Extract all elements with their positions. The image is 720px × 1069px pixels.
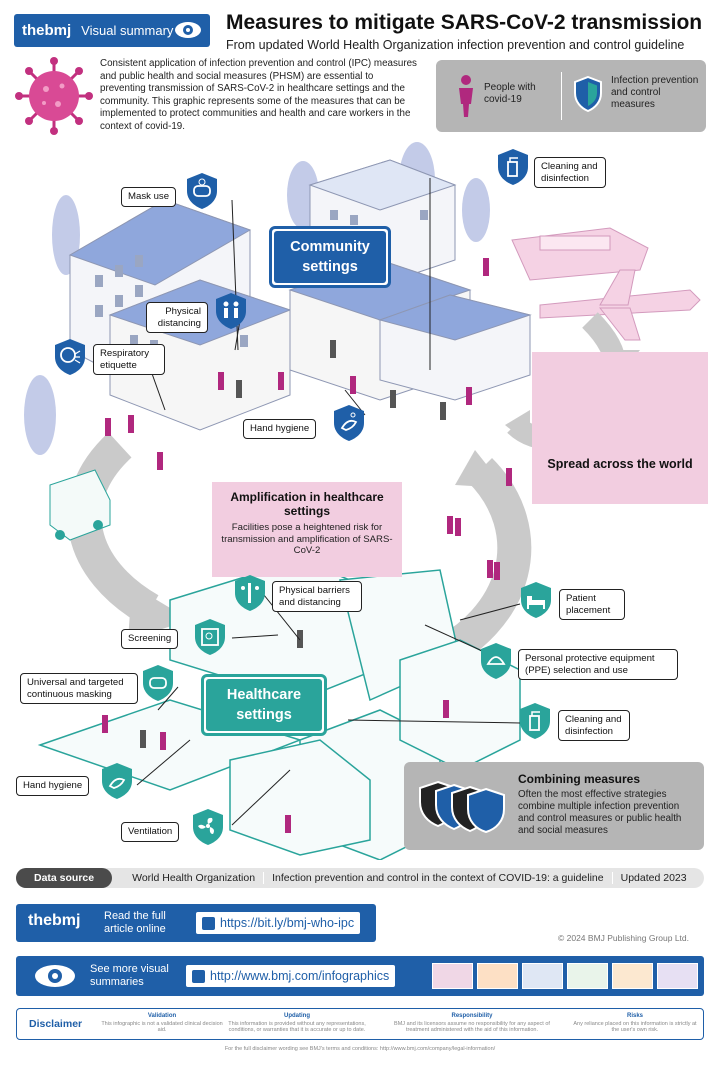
barrier-icon: [235, 575, 265, 611]
disclaimer-text: This infographic is not a validated clin…: [101, 1020, 223, 1034]
callout-ventilation: Ventilation: [121, 822, 180, 842]
callout-screening: Screening: [121, 629, 179, 649]
amplification-panel: Amplification in healthcare settings Fac…: [212, 482, 402, 577]
bmj-logo: thebmj: [22, 22, 72, 39]
read-full-label: Read the full article online: [104, 910, 166, 935]
screening-icon: [195, 619, 225, 655]
bmj-visual-summary-badge: thebmj Visual summary: [14, 14, 210, 47]
combining-title: Combining measures: [518, 772, 641, 786]
disclaimer-head: Updating: [284, 1013, 310, 1019]
handwash-icon: [334, 405, 364, 441]
article-url: https://bit.ly/bmj-who-ipc: [220, 916, 355, 930]
divider: [611, 872, 613, 884]
copyright: © 2024 BMJ Publishing Group Ltd.: [558, 933, 690, 943]
see-more-bar: See more visual summaries http://www.bmj…: [16, 956, 704, 996]
thumbnail-strip[interactable]: [432, 963, 698, 989]
distancing-icon: [216, 293, 246, 329]
page-title: Measures to mitigate SARS-CoV-2 transmis…: [226, 11, 703, 34]
infographics-link[interactable]: http://www.bmj.com/infographics: [186, 965, 396, 987]
disclaimer-head: Risks: [626, 1013, 643, 1019]
amplification-body: Facilities pose a heightened risk for tr…: [221, 522, 393, 556]
callout-physical-distancing: Physical distancing: [146, 302, 208, 333]
combining-panel: Combining measures Often the most effect…: [404, 762, 704, 850]
callout-respiratory-etiquette: Respiratory etiquette: [93, 344, 165, 375]
see-more-label: See more visual summaries: [90, 963, 169, 988]
disclaimer-text: Any reliance placed on this information …: [573, 1020, 697, 1034]
shield-icon: [574, 76, 602, 112]
callout-cleaning-community: Cleaning and disinfection: [534, 157, 606, 188]
infographics-url: http://www.bmj.com/infographics: [210, 969, 390, 983]
spray-icon: [498, 149, 528, 185]
divider: [263, 872, 265, 884]
fan-icon: [193, 809, 223, 845]
data-source-item: Updated 2023: [620, 872, 687, 884]
callout-hand-hygiene-healthcare: Hand hygiene: [16, 776, 90, 796]
data-source-bar: Data source World Health Organization In…: [16, 868, 704, 888]
person-icon: [459, 75, 473, 117]
legend: People with covid-19 Infection preventio…: [436, 60, 706, 132]
spread-label: Spread across the world: [547, 457, 693, 471]
read-full-article-bar: thebmj Read the full article online http…: [16, 904, 376, 942]
link-icon: [192, 969, 205, 983]
disclaimer-head: Responsibility: [451, 1013, 493, 1019]
thumbnail[interactable]: [612, 963, 653, 989]
virus-icon: [15, 57, 93, 135]
thumbnail[interactable]: [657, 963, 698, 989]
ppe-icon: [481, 643, 511, 679]
data-source-label: Data source: [16, 868, 113, 888]
disclaimer-head: Validation: [147, 1013, 177, 1019]
page-subtitle: From updated World Health Organization i…: [226, 38, 685, 52]
legend-people-label: People with covid-19: [484, 82, 536, 105]
cough-icon: [55, 339, 85, 375]
bed-icon: [521, 582, 551, 618]
eye-icon: [35, 965, 75, 987]
mask-icon: [143, 665, 173, 701]
callout-patient-placement: Patient placement: [559, 589, 625, 620]
thumbnail[interactable]: [567, 963, 608, 989]
stacked-shields-icon: [419, 780, 505, 834]
badge-label: Visual summary: [81, 23, 174, 38]
intro-text: Consistent application of infection prev…: [100, 58, 417, 132]
healthcare-settings-label: Healthcare settings: [206, 679, 322, 731]
callout-cleaning-healthcare: Cleaning and disinfection: [558, 710, 630, 741]
data-source-item: Infection prevention and control in the …: [272, 872, 604, 884]
callout-physical-barriers: Physical barriers and distancing: [272, 581, 362, 612]
callout-continuous-masking: Universal and targeted continuous maskin…: [20, 673, 138, 704]
callout-mask-use: Mask use: [121, 187, 177, 207]
link-icon: [202, 916, 215, 930]
community-settings-label: Community settings: [274, 231, 386, 283]
amplification-title: Amplification in healthcare settings: [230, 490, 384, 518]
thumbnail[interactable]: [522, 963, 563, 989]
callout-hand-hygiene-community: Hand hygiene: [243, 419, 317, 439]
article-link[interactable]: https://bit.ly/bmj-who-ipc: [196, 912, 361, 934]
healthcare-settings-box: Healthcare settings: [201, 674, 327, 736]
disclaimer-text: This information is provided without any…: [228, 1020, 366, 1034]
mask-icon: [187, 173, 217, 209]
thumbnail[interactable]: [432, 963, 473, 989]
disclaimer-footer: For the full disclaimer wording see BMJ'…: [224, 1046, 496, 1052]
legend-divider: [561, 72, 562, 120]
data-source-item: World Health Organization: [132, 872, 256, 884]
bmj-logo: thebmj: [28, 912, 81, 929]
legend-ipc-label: Infection prevention and control measure…: [611, 75, 699, 110]
callout-ppe: Personal protective equipment (PPE) sele…: [518, 649, 678, 680]
spread-panel: Spread across the world: [532, 352, 708, 504]
disclaimer-label: Disclaimer: [29, 1018, 83, 1030]
handwash-icon: [102, 763, 132, 799]
community-settings-box: Community settings: [269, 226, 391, 288]
disclaimer-text: BMJ and its licensors assume no responsi…: [394, 1020, 550, 1034]
eye-icon: [175, 22, 201, 38]
thumbnail[interactable]: [477, 963, 518, 989]
spray-icon: [520, 703, 550, 739]
combining-body: Often the most effective strategies comb…: [518, 789, 682, 836]
